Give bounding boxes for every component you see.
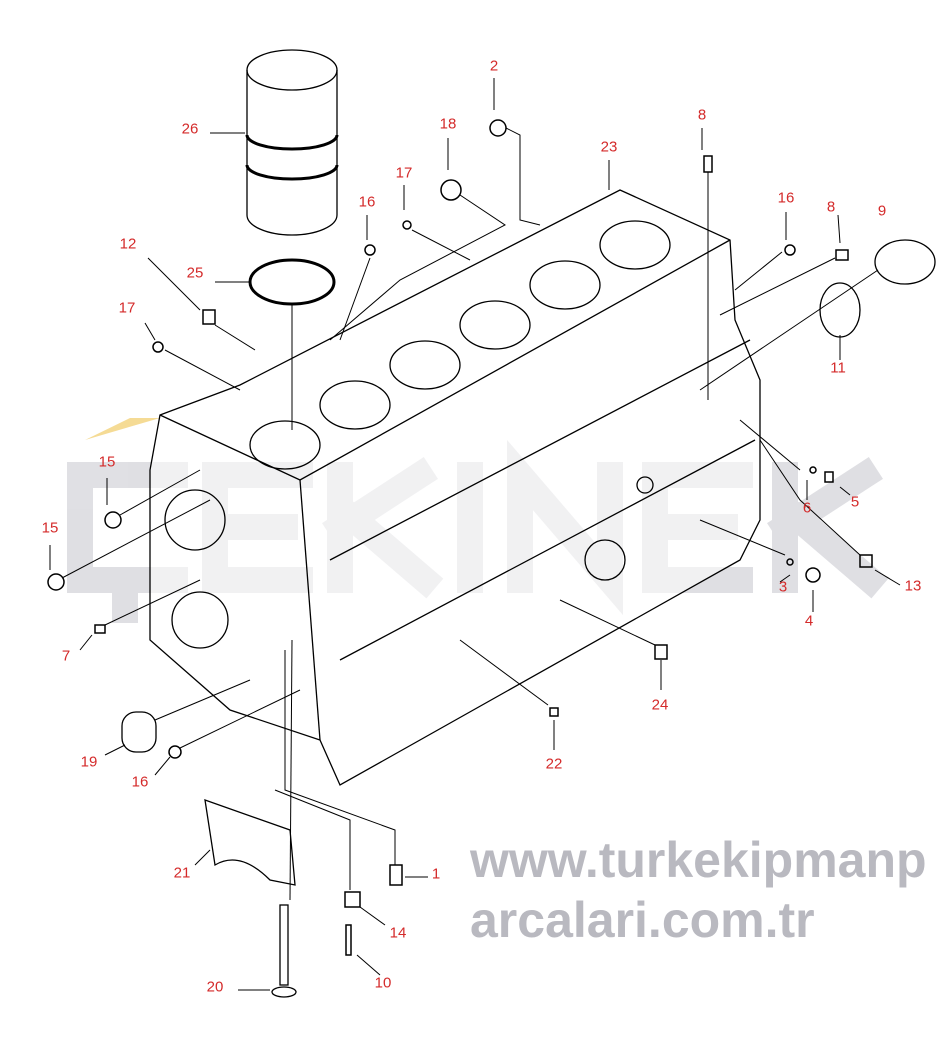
watermark-url: www.turkekipmanparcalari.com.tr [470, 832, 927, 948]
callout-25: 25 [186, 264, 204, 282]
leader-lines [49, 78, 901, 991]
callout-21: 21 [173, 864, 191, 882]
callout-17: 17 [395, 164, 413, 182]
callout-20: 20 [206, 978, 224, 996]
cylinder-block [149, 189, 761, 786]
callout-8: 8 [697, 106, 707, 124]
callout-11: 11 [830, 359, 846, 377]
bearing-cap [204, 799, 296, 886]
cylinder-bores [249, 220, 671, 470]
callout-16: 16 [777, 189, 795, 207]
callout-19: 19 [80, 753, 98, 771]
callout-16: 16 [131, 773, 149, 791]
callout-5: 5 [850, 493, 860, 511]
callout-24: 24 [651, 696, 669, 714]
callout-16: 16 [358, 193, 376, 211]
seal-19 [121, 711, 157, 753]
cylinder-liner [245, 49, 339, 236]
o-ring-25 [248, 258, 336, 306]
callout-4: 4 [804, 612, 814, 630]
callout-1: 1 [431, 865, 441, 883]
callout-9: 9 [877, 202, 887, 220]
callout-17: 17 [118, 299, 136, 317]
callout-14: 14 [389, 924, 407, 942]
watermark-accent [85, 418, 160, 440]
callout-26: 26 [181, 120, 199, 138]
gasket-9 [874, 239, 936, 285]
callout-23: 23 [600, 138, 618, 156]
bolt-20 [279, 904, 289, 986]
callout-10: 10 [374, 974, 392, 992]
callout-3: 3 [778, 578, 788, 596]
callout-22: 22 [545, 755, 563, 773]
callout-6: 6 [802, 499, 812, 517]
gasket-11 [819, 282, 861, 338]
callout-7: 7 [61, 647, 71, 665]
callout-15: 15 [98, 453, 116, 471]
callout-13: 13 [904, 577, 922, 595]
callout-12: 12 [119, 235, 137, 253]
callout-15: 15 [41, 519, 59, 537]
front-bore [164, 489, 226, 551]
callout-8: 8 [826, 198, 836, 216]
callout-2: 2 [489, 57, 499, 75]
callout-18: 18 [439, 115, 457, 133]
